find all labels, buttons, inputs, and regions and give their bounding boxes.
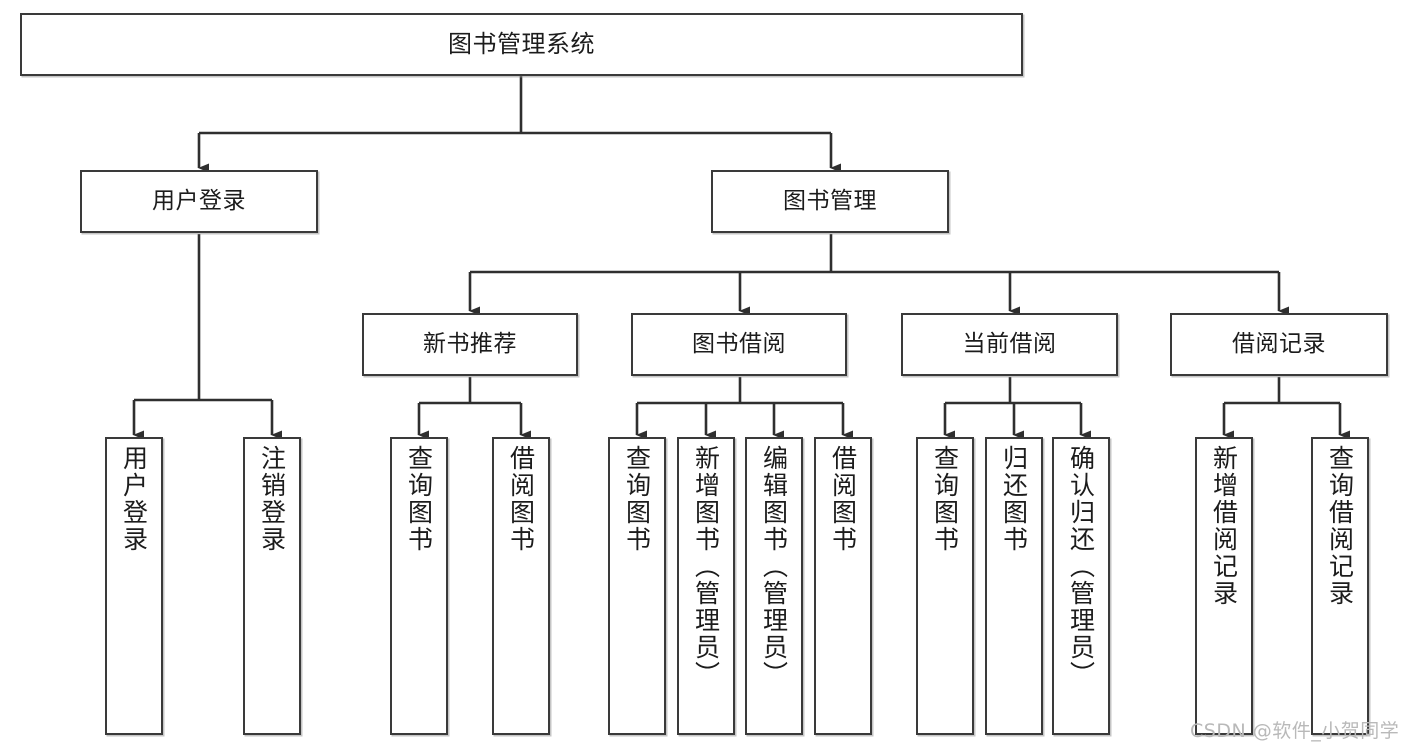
node-label: 确认归还（管理员） bbox=[1066, 445, 1096, 688]
node-label: 新书推荐 bbox=[423, 330, 517, 357]
leaf-book-borrow-edit[interactable]: 编辑图书（管理员） bbox=[745, 437, 803, 735]
leaf-current-borrow-return[interactable]: 归还图书 bbox=[985, 437, 1043, 735]
node-book-management[interactable]: 图书管理 bbox=[711, 170, 949, 233]
leaf-user-login-signout[interactable]: 注销登录 bbox=[243, 437, 301, 735]
node-label: 借阅记录 bbox=[1232, 330, 1326, 357]
node-root-system[interactable]: 图书管理系统 bbox=[20, 13, 1023, 76]
node-label: 图书借阅 bbox=[692, 330, 786, 357]
node-label: 用户登录 bbox=[152, 187, 246, 214]
node-label: 查询借阅记录 bbox=[1325, 445, 1355, 607]
leaf-current-borrow-query[interactable]: 查询图书 bbox=[916, 437, 974, 735]
node-label: 查询图书 bbox=[930, 445, 960, 553]
node-label: 图书管理 bbox=[783, 187, 877, 214]
node-label: 借阅图书 bbox=[506, 445, 536, 553]
leaf-borrow-record-query[interactable]: 查询借阅记录 bbox=[1311, 437, 1369, 735]
leaf-borrow-record-add[interactable]: 新增借阅记录 bbox=[1195, 437, 1253, 735]
node-label: 新增图书（管理员） bbox=[691, 445, 721, 688]
node-label: 用户登录 bbox=[119, 445, 149, 553]
watermark-text: CSDN @软件_小贺同学 bbox=[1190, 720, 1400, 742]
leaf-new-book-borrow[interactable]: 借阅图书 bbox=[492, 437, 550, 735]
leaf-user-login-signin[interactable]: 用户登录 bbox=[105, 437, 163, 735]
leaf-current-borrow-confirm[interactable]: 确认归还（管理员） bbox=[1052, 437, 1110, 735]
leaf-new-book-query[interactable]: 查询图书 bbox=[390, 437, 448, 735]
node-current-borrow[interactable]: 当前借阅 bbox=[901, 313, 1118, 376]
node-label: 查询图书 bbox=[622, 445, 652, 553]
node-borrow-record[interactable]: 借阅记录 bbox=[1170, 313, 1388, 376]
node-label: 借阅图书 bbox=[828, 445, 858, 553]
leaf-book-borrow-add[interactable]: 新增图书（管理员） bbox=[677, 437, 735, 735]
node-label: 查询图书 bbox=[404, 445, 434, 553]
node-label: 图书管理系统 bbox=[448, 30, 595, 59]
node-label: 编辑图书（管理员） bbox=[759, 445, 789, 688]
node-label: 当前借阅 bbox=[962, 330, 1057, 357]
node-book-borrow[interactable]: 图书借阅 bbox=[631, 313, 847, 376]
node-user-login[interactable]: 用户登录 bbox=[80, 170, 318, 233]
node-new-book-recommend[interactable]: 新书推荐 bbox=[362, 313, 578, 376]
node-label: 新增借阅记录 bbox=[1209, 445, 1239, 607]
leaf-book-borrow-query[interactable]: 查询图书 bbox=[608, 437, 666, 735]
leaf-book-borrow-lend[interactable]: 借阅图书 bbox=[814, 437, 872, 735]
node-label: 注销登录 bbox=[257, 445, 287, 553]
node-label: 归还图书 bbox=[999, 445, 1029, 553]
